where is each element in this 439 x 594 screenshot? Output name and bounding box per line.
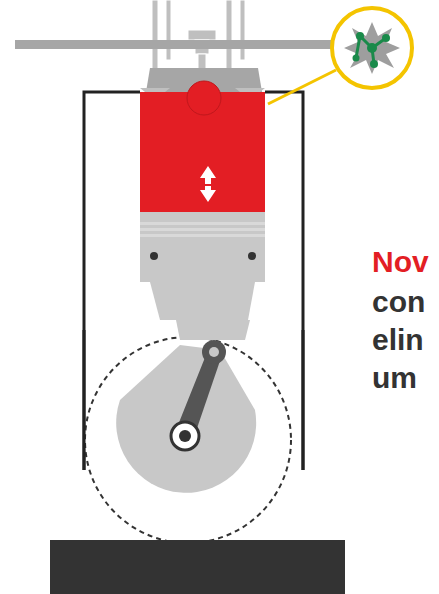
headline-fragment: um xyxy=(372,361,417,395)
molecule-callout xyxy=(332,8,412,88)
crank-center xyxy=(171,422,199,450)
cylinder-head xyxy=(15,40,345,49)
spark-ignition xyxy=(187,81,221,115)
headline-fragment: con xyxy=(372,285,425,319)
connecting-rod xyxy=(176,320,250,437)
crankshaft xyxy=(116,345,256,493)
headline-fragment: Nov xyxy=(372,245,429,279)
leader-line xyxy=(268,70,336,104)
engine-base xyxy=(50,540,345,594)
up-down-arrow xyxy=(200,166,216,202)
piston xyxy=(140,212,265,320)
headline-fragment: elin xyxy=(372,323,424,357)
crank-path xyxy=(85,337,291,543)
